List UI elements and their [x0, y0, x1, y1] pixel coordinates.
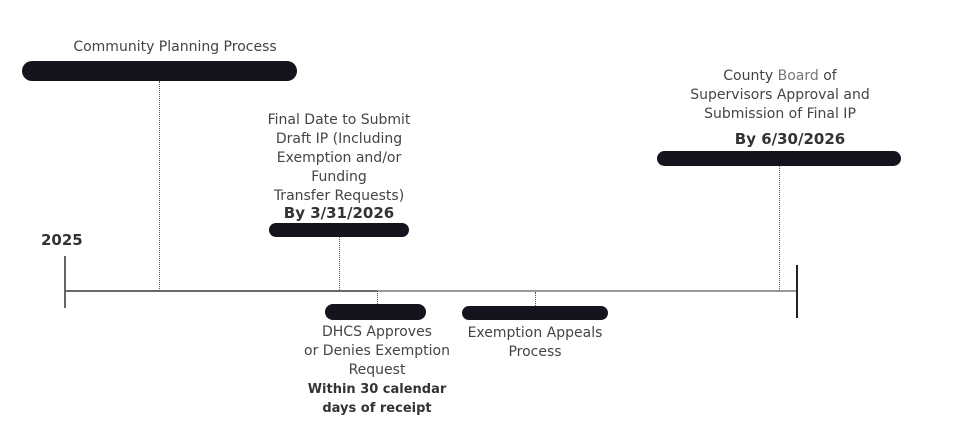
draft-ip-title: Final Date to Submit Draft IP (Including… — [267, 112, 411, 204]
final-ip-deadline: By 6/30/2026 — [734, 130, 846, 148]
community-planning-connector — [159, 81, 160, 291]
appeals-connector — [535, 292, 536, 306]
community-planning-bar — [22, 61, 297, 81]
draft-ip-bar — [269, 223, 409, 237]
final-ip-title: County Board of Supervisors Approval and… — [690, 68, 870, 122]
appeals-bar — [462, 306, 608, 320]
draft-ip-connector — [339, 237, 340, 290]
start-year-label: 2025 — [41, 231, 83, 249]
dhcs-deadline: Within 30 calendar days of receipt — [307, 382, 447, 416]
timeline-end-tick — [796, 265, 798, 318]
draft-ip-deadline: By 3/31/2026 — [283, 204, 395, 222]
timeline-start-tick — [64, 256, 66, 308]
timeline-axis-light-segment — [377, 290, 797, 292]
appeals-title: Exemption Appeals Process — [467, 325, 603, 360]
final-ip-bar — [657, 151, 901, 166]
dhcs-connector — [377, 291, 378, 304]
community-planning-title: Community Planning Process — [73, 39, 277, 55]
board-word: Board — [777, 68, 819, 84]
dhcs-title: DHCS Approves or Denies Exemption Reques… — [304, 324, 450, 378]
final-ip-connector — [779, 166, 780, 291]
dhcs-bar — [325, 304, 426, 320]
